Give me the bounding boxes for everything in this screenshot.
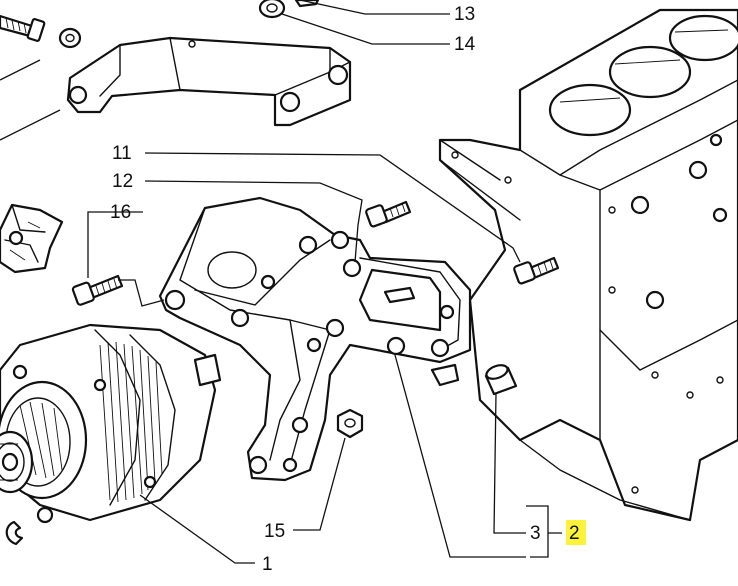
upper-bracket (66, 36, 352, 127)
washer-top-left-hole (65, 33, 75, 43)
dowel-sleeve-3 (484, 364, 518, 396)
leader-2-bracket-top (526, 505, 562, 534)
leader-16-extend (118, 279, 165, 307)
washer-top-left (58, 27, 82, 49)
callout-16: 16 (110, 202, 131, 223)
callout-13: 13 (454, 4, 475, 25)
bolt-12 (365, 200, 412, 228)
leader-16 (87, 211, 143, 278)
bolt-16 (71, 274, 124, 306)
leader-15 (293, 437, 346, 531)
callout-2: 2 (569, 523, 580, 544)
top-left-bolt (0, 14, 46, 42)
leader-2-lower (394, 354, 526, 558)
circlip (5, 520, 24, 546)
leader-12 (144, 180, 363, 263)
callout-15: 15 (264, 521, 285, 542)
engine-block (438, 8, 738, 522)
bolt-11 (513, 256, 560, 285)
callout-3: 3 (530, 523, 541, 544)
callout-2-highlight (566, 520, 586, 545)
leader-2-bracket-bottom (530, 533, 549, 558)
left-edge-leaders (0, 59, 61, 141)
leader-11 (144, 152, 521, 263)
nut-15 (336, 408, 364, 439)
washer-14-hole (266, 3, 278, 13)
alternator (0, 323, 222, 524)
washer-14 (258, 0, 286, 19)
callout-1: 1 (262, 554, 273, 575)
leader-lines (87, 0, 562, 564)
callout-labels: 13 14 11 12 16 15 1 3 2 (110, 4, 586, 575)
leader-13 (299, 0, 450, 15)
callout-11: 11 (112, 143, 132, 164)
callout-14: 14 (454, 34, 476, 55)
alternator-mount-bracket (158, 196, 472, 482)
leader-1 (139, 494, 255, 564)
leader-3 (493, 392, 526, 534)
callout-12: 12 (112, 171, 133, 192)
sensor-bracket (0, 203, 64, 274)
leader-14 (281, 13, 450, 45)
